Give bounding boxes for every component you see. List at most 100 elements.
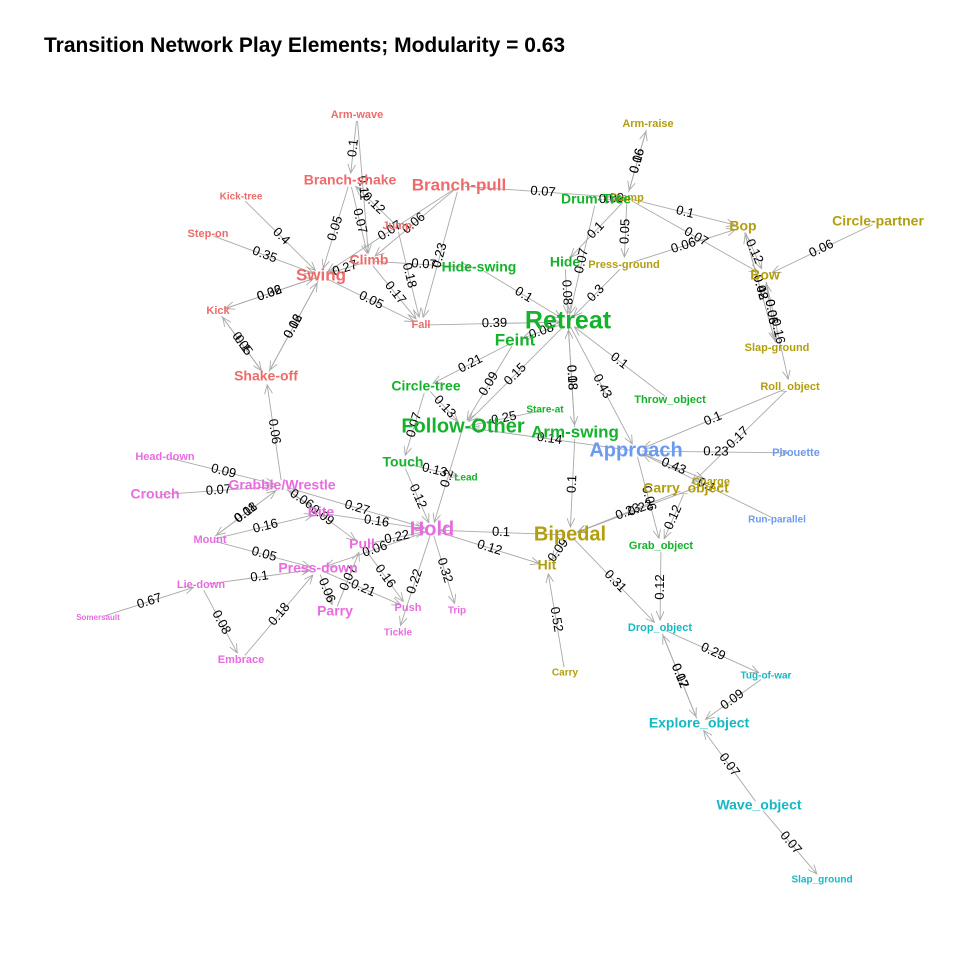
node-embrace: Embrace — [218, 654, 264, 666]
edge-grabble-to-shake-off — [267, 385, 282, 481]
edge-weight-label: 0.1 — [696, 474, 719, 495]
node-carry: Carry — [552, 668, 579, 679]
node-pull: Pull — [349, 536, 375, 552]
node-arm-raise: Arm-raise — [622, 118, 673, 130]
edge-tug-of-war-to-explore-object — [706, 679, 762, 720]
edge-retreat-to-approach — [570, 327, 633, 444]
edge-weight-label: 0.05 — [357, 287, 386, 312]
edge-touch-to-hold — [404, 468, 428, 523]
edge-weight-label: 0.32 — [435, 556, 457, 585]
edge-weight-label: 0.16 — [251, 515, 279, 536]
node-fall: Fall — [412, 319, 431, 331]
edge-weight-label: 0.06 — [669, 234, 698, 256]
edge-hold-to-tickle — [401, 535, 431, 626]
edge-bow-to-roll-object — [765, 281, 788, 379]
node-crouch: Crouch — [131, 486, 180, 502]
node-step-on: Step-on — [188, 228, 229, 240]
edge-press-ground-to-bop — [629, 229, 736, 264]
edge-weight-label: 0.22 — [383, 526, 411, 546]
edge-weight-label: 0.12 — [407, 481, 431, 510]
edge-mount-to-bite — [215, 515, 313, 540]
edge-weight-label: 0.06 — [763, 298, 782, 325]
edge-weight-label: 0.12 — [652, 574, 667, 599]
edge-weight-label: 0.05 — [324, 214, 346, 243]
edge-weight-label: 0.08 — [559, 279, 575, 305]
edge-shake-off-to-swing — [268, 283, 317, 372]
edge-weight-label: 0.1 — [512, 283, 535, 305]
node-press-ground: Press-ground — [588, 259, 660, 271]
node-branch-pull: Branch-pull — [412, 175, 506, 194]
edge-arm-swing-to-retreat — [569, 330, 576, 428]
edge-weight-label: 0.23 — [703, 443, 728, 458]
node-pirouette: Pirouette — [772, 447, 820, 459]
node-grab-object: Grab_object — [629, 540, 694, 552]
edge-feint-to-circle-tree — [433, 343, 510, 384]
node-kick: Kick — [206, 305, 230, 317]
edge-weight-label: 0.27 — [343, 496, 372, 518]
edge-climb-to-swing — [329, 262, 364, 274]
edge-weight-label: 0.21 — [455, 351, 484, 376]
edge-weight-label: 0.43 — [590, 371, 615, 400]
edge-explore-object-to-drop-object — [663, 635, 698, 719]
edge-somersault-to-lie-down — [103, 587, 194, 617]
node-hide: Hide — [550, 254, 581, 270]
node-tug-of-war: Tug-of-war — [741, 671, 792, 682]
edge-weight-label: 0.09 — [717, 686, 746, 713]
edge-weight-label: 0.14 — [536, 429, 563, 447]
node-parry: Parry — [317, 603, 353, 619]
edge-weight-label: 0.06 — [316, 576, 339, 605]
edge-parry-to-pull — [336, 552, 359, 607]
node-arm-swing: Arm-swing — [531, 422, 619, 441]
edge-circle-partner-to-bow — [772, 224, 873, 273]
edge-carry-to-hit — [548, 574, 565, 668]
edge-swing-to-kick — [226, 277, 316, 309]
edge-bipedal-to-hit — [552, 539, 567, 560]
edge-weight-label: 0.07 — [411, 255, 437, 272]
edge-stamp-to-hide — [571, 201, 624, 257]
edge-weight-label: 0.1 — [701, 408, 723, 429]
edge-lie-down-to-embrace — [203, 590, 237, 653]
edge-weight-label: 0.23 — [428, 241, 449, 269]
edge-branch-pull-to-climb — [375, 189, 455, 256]
edge-weight-label: 0.09 — [210, 460, 238, 481]
edge-weight-label: 0.12 — [743, 236, 767, 265]
edge-weight-label: 0.06 — [639, 484, 660, 512]
edge-retreat-to-follow-other — [469, 325, 565, 421]
edge-crouch-to-grabble — [160, 487, 274, 496]
edge-jump-to-branch-shake — [356, 187, 394, 223]
node-trip: Trip — [448, 606, 466, 617]
edge-weight-label: 0.31 — [602, 566, 630, 595]
node-tickle: Tickle — [384, 628, 413, 639]
node-push: Push — [395, 602, 422, 614]
edge-kick-tree-to-swing — [244, 200, 315, 270]
edge-weight-label: 0.18 — [400, 261, 421, 289]
edge-touch-to-lead — [408, 463, 458, 476]
edge-lie-down-to-press-down — [206, 570, 310, 585]
edge-weight-label: 0.06 — [280, 311, 305, 340]
edge-climb-to-fall — [372, 265, 416, 319]
node-swing: Swing — [296, 265, 346, 284]
edge-stamp-to-bop — [632, 199, 735, 226]
edge-hide-swing-to-retreat — [483, 270, 561, 318]
edge-weight-label: 0.39 — [482, 315, 508, 331]
edge-pull-to-push — [365, 549, 404, 602]
edge-weight-label: 0.09 — [598, 190, 624, 207]
edge-roll-object-to-approach — [643, 388, 785, 448]
edge-drum-tree-to-retreat — [570, 205, 596, 314]
edge-weight-label: 0.05 — [229, 329, 256, 358]
node-slap-ground2: Slap_ground — [791, 875, 852, 886]
edge-approach-to-follow-other — [471, 428, 631, 451]
node-follow-other: Follow-Other — [401, 415, 525, 437]
edge-weight-label: 0.11 — [356, 175, 373, 200]
edge-weight-label: 0.3 — [584, 281, 607, 304]
node-press-down: Press-down — [278, 560, 357, 576]
edge-bipedal-to-drop-object — [573, 538, 654, 622]
edge-weight-label: 0.22 — [626, 496, 655, 519]
edge-weight-label: 0.12 — [669, 661, 692, 690]
node-run-parallel: Run-parallel — [748, 515, 806, 526]
edge-bite-to-grabble — [289, 491, 317, 510]
edge-weight-label: 0.08 — [209, 607, 234, 636]
edge-arm-swing-to-bipedal — [570, 438, 576, 527]
edge-weight-label: 0.07 — [530, 183, 556, 200]
edge-branch-pull-to-stamp — [464, 185, 619, 197]
